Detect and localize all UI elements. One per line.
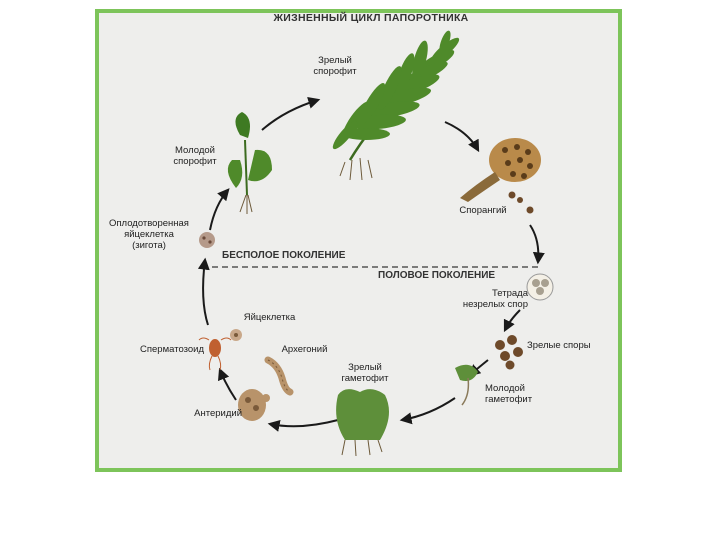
young-gametophyte-label: Молодой гаметофит [485,383,533,405]
young-sporophyte-label: Молодой спорофит [173,145,217,167]
spore-tetrad-label: Тетрада незрелых спор [462,288,528,310]
arrow-tetrada-to-spores [503,309,521,333]
mature-gametophyte-illustration [336,389,389,457]
sexual-generation-label: ПОЛОВОЕ ПОКОЛЕНИЕ [378,270,496,281]
diagram-title: ЖИЗНЕННЫЙ ЦИКЛ ПАПОРОТНИКА [273,12,469,24]
archegonium-label: Архегоний [281,344,328,355]
egg-cell-label: Яйцеклетка [243,312,296,323]
spermatozoid-label: Сперматозоид [140,344,204,355]
young-sporophyte-illustration [227,112,272,214]
mature-gametophyte-label: Зрелый гаметофит [341,362,389,384]
arrow-young-to-mature-gametophyte [399,397,456,425]
arrow-sporophyte-to-sporangium [444,121,480,153]
zygote-illustration [199,232,215,248]
arrow-antheridium-to-spermatozoid [217,367,237,401]
mature-sporophyte-label: Зрелый спорофит [313,55,357,77]
spore-tetrad-illustration [526,273,554,301]
sporangium-label: Спорангий [459,205,507,216]
antheridium-label: Антеридий [194,408,242,419]
mature-spores-illustration [495,335,523,370]
antheridium-illustration [238,389,270,421]
mature-sporophyte-illustration [332,30,460,181]
mature-spores-label: Зрелые споры [527,340,591,351]
arrow-sporangium-to-tetrada [529,224,545,265]
arrow-young-to-mature-sporophyte [261,97,321,131]
egg-cell-illustration [230,329,242,341]
zygote-label: Оплодотворенная яйцеклетка (зигота) [109,218,189,251]
archegonium-illustration [264,356,294,396]
spermatozoid-illustration [198,337,232,371]
young-gametophyte-illustration [455,364,478,406]
arrow-spermatozoid-to-zygote [197,257,210,326]
arrow-gametophyte-to-antheridium [267,419,339,432]
arrow-zygote-to-young-sporophyte [209,188,230,231]
asexual-generation-label: БЕСПОЛОЕ ПОКОЛЕНИЕ [222,250,346,261]
sporangium-illustration [460,138,541,214]
